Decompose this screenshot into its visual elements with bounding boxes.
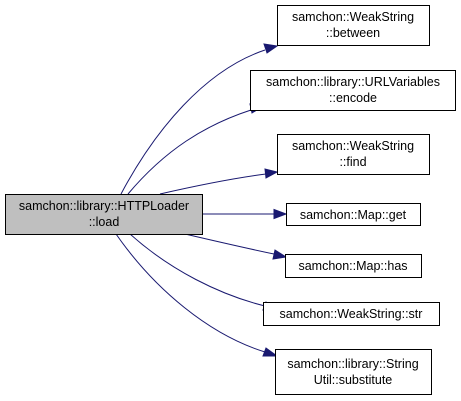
target-node-label-line-1: samchon::WeakString [292, 139, 414, 153]
edge-to-weakstring-str [129, 233, 266, 307]
svg-text:samchon::library::HTTPLoader: samchon::library::HTTPLoader [19, 199, 189, 213]
svg-text:samchon::library::URLVariables: samchon::library::URLVariables [266, 75, 440, 89]
svg-text:::load: ::load [89, 215, 120, 229]
target-node-weakstring-str[interactable]: samchon::WeakString::str [263, 302, 440, 326]
edge-to-stringutil-substitute [115, 233, 266, 353]
svg-text:Util::substitute: Util::substitute [314, 373, 393, 387]
edge-to-map-has [184, 233, 275, 255]
svg-text:::between: ::between [326, 26, 380, 40]
edge-arrowhead [272, 249, 288, 260]
svg-text:samchon::Map::get: samchon::Map::get [300, 208, 407, 222]
target-node-label-line-2: ::find [339, 155, 366, 169]
source-node-httploader-load[interactable]: samchon::library::HTTPLoader ::load [5, 194, 203, 235]
target-node-urlvariables-encode[interactable]: samchon::library::URLVariables ::encode [250, 70, 456, 111]
edge-to-weakstring-between [120, 49, 266, 195]
svg-text:samchon::WeakString::str: samchon::WeakString::str [280, 307, 423, 321]
target-node-label-line-2: ::between [326, 26, 380, 40]
target-node-map-has[interactable]: samchon::Map::has [285, 254, 422, 278]
target-node-weakstring-between[interactable]: samchon::WeakString ::between [277, 5, 430, 46]
target-node-weakstring-find[interactable]: samchon::WeakString ::find [277, 134, 430, 175]
target-node-label-line-2: Util::substitute [314, 373, 393, 387]
svg-text:samchon::WeakString: samchon::WeakString [292, 10, 414, 24]
edge-arrowhead [273, 208, 288, 220]
svg-text:::encode: ::encode [329, 91, 377, 105]
target-node-label-line-1: samchon::Map::get [300, 208, 407, 222]
target-node-label-line-1: samchon::WeakString [292, 10, 414, 24]
target-node-label-line-1: samchon::library::String [287, 357, 418, 371]
edge-to-weakstring-find [159, 173, 267, 195]
target-node-label-line-1: samchon::Map::has [298, 259, 407, 273]
edge-arrowhead [264, 168, 279, 179]
svg-text:samchon::WeakString: samchon::WeakString [292, 139, 414, 153]
target-node-label-line-1: samchon::library::URLVariables [266, 75, 440, 89]
svg-text:samchon::library::String: samchon::library::String [287, 357, 418, 371]
edge-to-urlvariables-encode [127, 109, 252, 195]
source-node-label-line-1: samchon::library::HTTPLoader [19, 199, 189, 213]
target-node-label-line-2: ::encode [329, 91, 377, 105]
edge-arrowhead [263, 43, 279, 54]
source-node-label-line-2: ::load [89, 215, 120, 229]
target-node-stringutil-substitute[interactable]: samchon::library::String Util::substitut… [275, 349, 432, 395]
svg-text:samchon::Map::has: samchon::Map::has [298, 259, 407, 273]
target-node-label-line-1: samchon::WeakString::str [280, 307, 423, 321]
edge-arrowhead [262, 347, 279, 357]
target-node-map-get[interactable]: samchon::Map::get [286, 203, 421, 226]
svg-text:::find: ::find [339, 155, 366, 169]
